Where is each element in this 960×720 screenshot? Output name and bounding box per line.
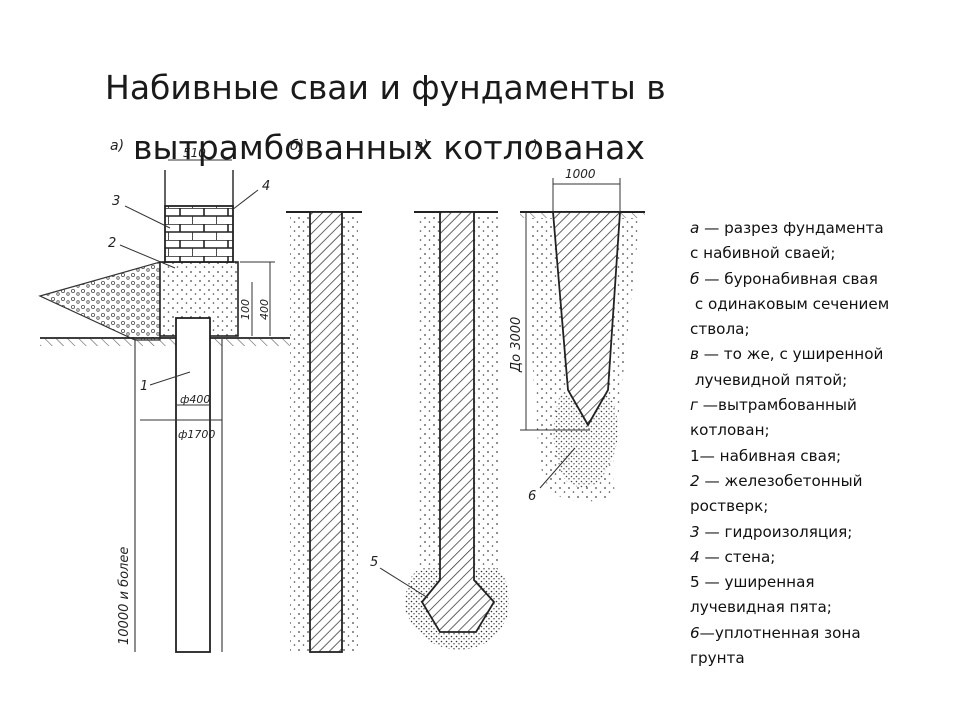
brick-wall xyxy=(164,205,234,263)
legend-key: в xyxy=(690,345,699,364)
dim-pile-length: 10000 и более xyxy=(117,547,132,645)
panel-a-foundation-section: a) 510 3 4 2 1 100 400 ф400 ф1700 10000 … xyxy=(38,138,290,653)
panel-label-g: г) xyxy=(525,138,538,154)
page-title-line-2: вытрамбованных котлованах xyxy=(133,128,645,167)
legend-text: — железобетонный xyxy=(699,471,863,490)
legend-line: 5 — уширенная xyxy=(690,570,952,595)
legend-line: в — то же, с уширенной xyxy=(690,342,952,367)
legend-text: — то же, с уширенной xyxy=(698,345,884,364)
callout-1: 1 xyxy=(140,379,148,394)
rammed-pit-pile xyxy=(552,211,621,427)
panel-label-v: в) xyxy=(415,138,429,154)
legend-line: ростверк; xyxy=(690,494,952,519)
callout-5: 5 xyxy=(370,555,378,570)
bored-pile xyxy=(175,317,211,653)
legend-text: ствола; xyxy=(690,320,750,339)
page-title-line-1: Набивные сваи и фундаменты в xyxy=(105,68,666,107)
legend-text: с одинаковым сечением xyxy=(690,294,890,313)
legend-line: лучевидная пята; xyxy=(690,595,952,620)
legend-line: лучевидной пятой; xyxy=(690,368,952,393)
panel-label-a: a) xyxy=(110,138,124,154)
legend-line: ствола; xyxy=(690,317,952,342)
legend-text: —уплотненная зона xyxy=(699,623,861,642)
legend-text: — набивная свая; xyxy=(699,446,842,465)
legend-text: — буронабивная свая xyxy=(699,269,878,288)
legend-key: 4 xyxy=(690,547,700,566)
legend-text: ростверк; xyxy=(690,497,769,516)
pile-with-bulb xyxy=(420,211,496,633)
legend-line: с одинаковым сечением xyxy=(690,292,952,317)
legend-text: — гидроизоляция; xyxy=(699,522,853,541)
legend-key: 5 xyxy=(690,573,700,592)
panel-b-bored-pile: б) xyxy=(286,138,362,653)
legend-text: — уширенная xyxy=(699,573,815,592)
backfill-soil xyxy=(38,261,161,341)
legend-line: 3 — гидроизоляция; xyxy=(690,520,952,545)
legend-text: котлован; xyxy=(690,421,770,440)
legend-text: грунта xyxy=(690,649,745,668)
legend-key: а xyxy=(690,219,700,237)
legend-key: б xyxy=(690,269,700,288)
legend-line: 1— набивная свая; xyxy=(690,444,952,469)
legend-key: 2 xyxy=(690,471,700,490)
dim-diameter-400: ф400 xyxy=(180,393,210,406)
legend-line: 4 — стена; xyxy=(690,545,952,570)
legend-key: 1 xyxy=(690,446,700,465)
legend-line: 2 — железобетонный xyxy=(690,469,952,494)
callout-6: 6 xyxy=(528,489,536,504)
legend-text: лучевидная пята; xyxy=(690,598,832,617)
panel-label-b: б) xyxy=(290,138,304,154)
callout-4: 4 xyxy=(262,179,270,194)
figure-legend: а — разрез фундамента с набивной сваей; б … xyxy=(690,216,952,671)
dim-depth-400: 400 xyxy=(258,299,271,320)
panel-v-pile-with-bulb: в) 5 xyxy=(370,138,509,650)
legend-text: —вытрамбованный xyxy=(697,396,857,415)
legend-line: а — разрез фундамента xyxy=(690,216,952,241)
legend-line: котлован; xyxy=(690,418,952,443)
legend-line: с набивной сваей; xyxy=(690,241,952,266)
legend-line: грунта xyxy=(690,646,952,671)
panel-g-rammed-pit: г) 1000 До 3000 6 xyxy=(509,138,645,504)
dim-diameter-1700: ф1700 xyxy=(178,428,215,441)
bored-pile-shaft xyxy=(309,211,343,653)
legend-text: — стена; xyxy=(699,547,776,566)
dim-pit-width: 1000 xyxy=(565,167,596,181)
legend-key: г xyxy=(690,396,698,415)
callout-3: 3 xyxy=(112,194,120,209)
page-title: Набивные сваи и фундаменты в вытрамбован… xyxy=(105,58,825,178)
legend-key: 3 xyxy=(690,522,700,541)
dim-wall-width: 510 xyxy=(183,146,206,160)
legend-line: б — буронабивная свая xyxy=(690,267,952,292)
legend-key: 6 xyxy=(690,623,700,642)
dim-pit-depth: До 3000 xyxy=(509,317,524,373)
dim-depth-100: 100 xyxy=(239,299,252,320)
legend-text: — разрез фундамента xyxy=(699,219,884,237)
legend-line: 6—уплотненная зона xyxy=(690,621,952,646)
legend-text: с набивной сваей; xyxy=(690,244,836,263)
legend-line: г —вытрамбованный xyxy=(690,393,952,418)
callout-2: 2 xyxy=(108,236,116,251)
legend-text: лучевидной пятой; xyxy=(690,370,848,389)
